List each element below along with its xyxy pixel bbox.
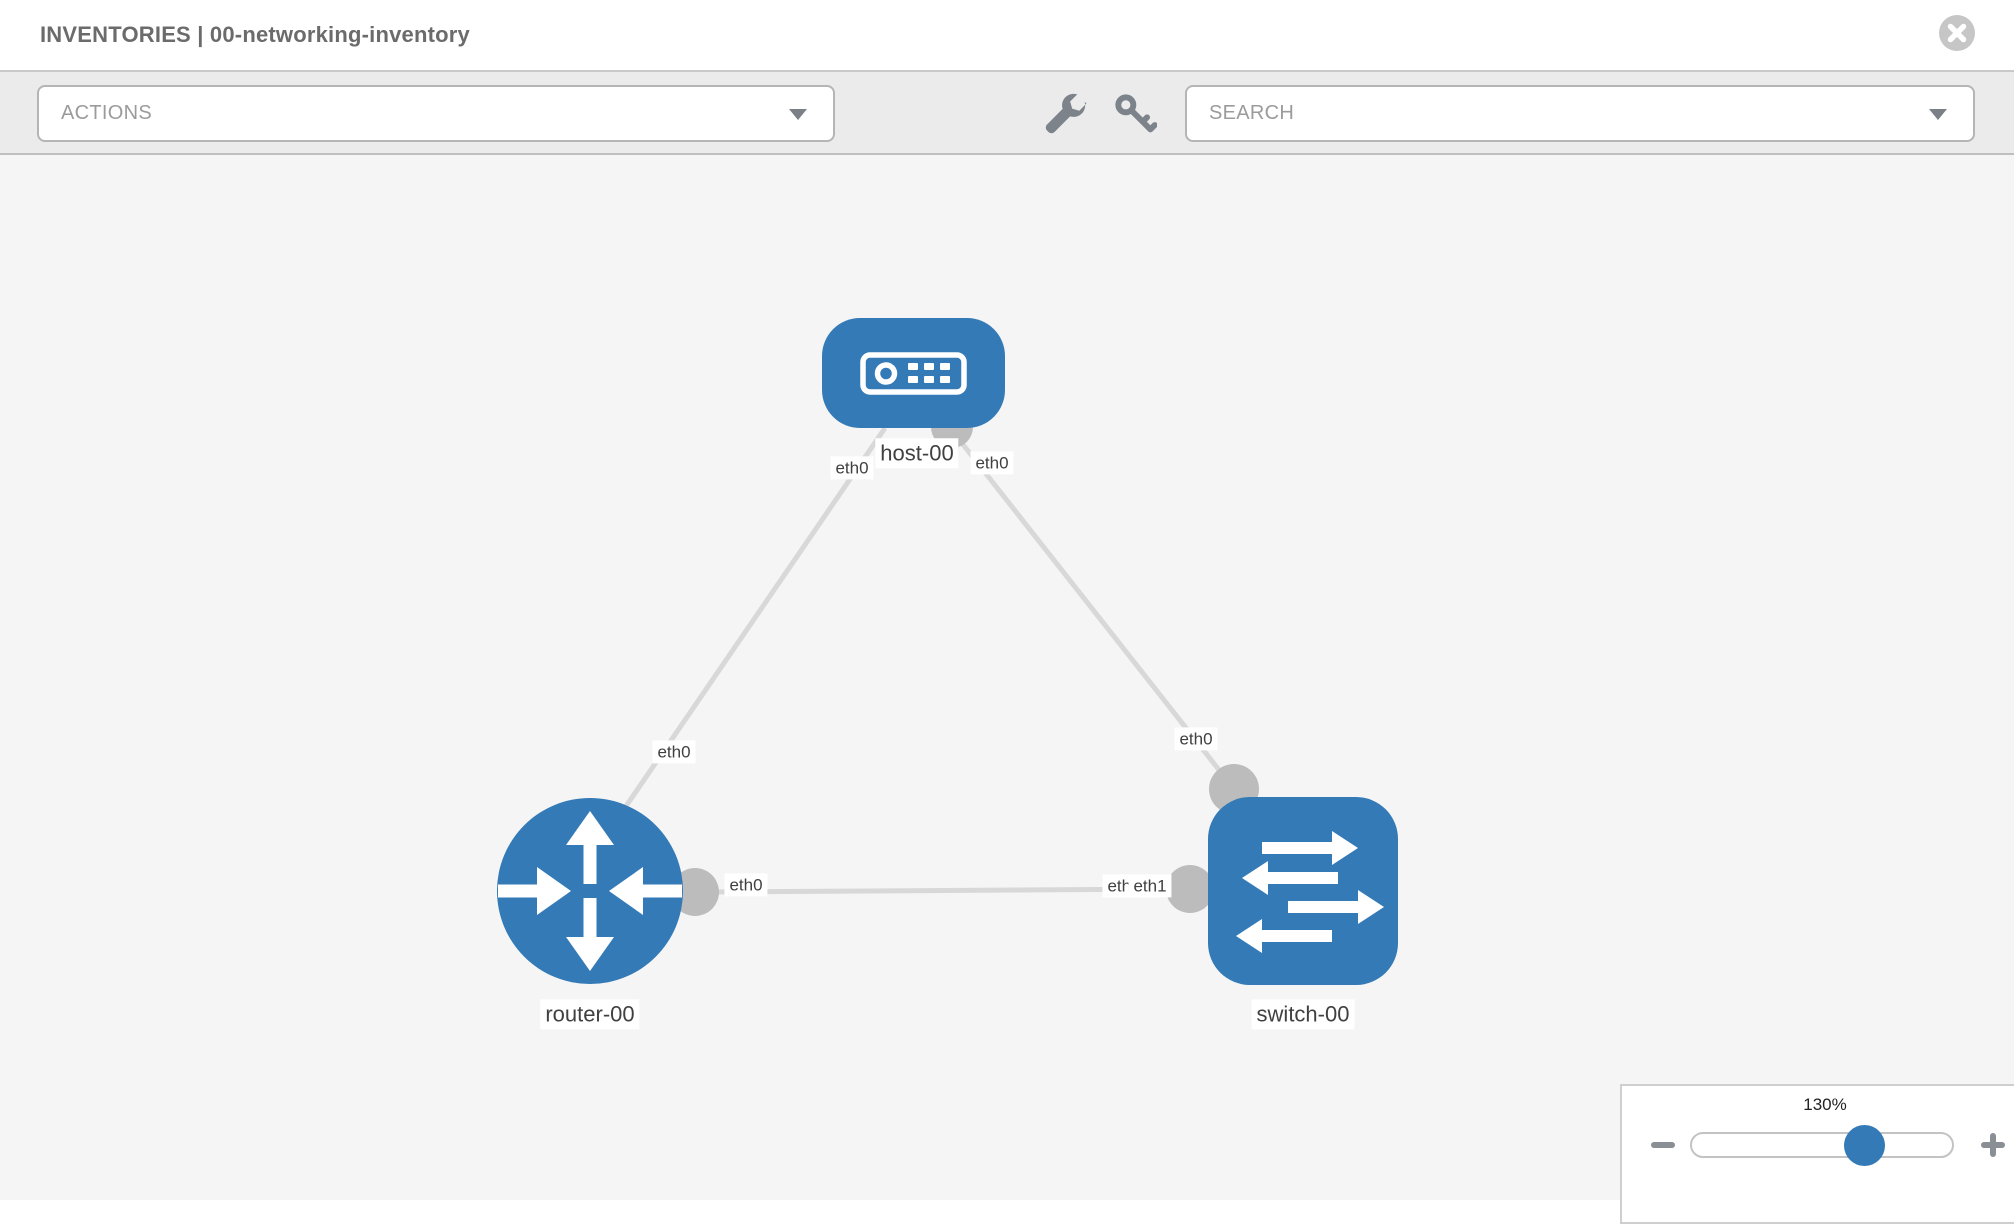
node-host-00[interactable] — [822, 318, 1005, 428]
interface-connector — [671, 868, 719, 916]
interface-label-switch-uplink: eth0 — [1174, 727, 1218, 751]
node-label-router: router-00 — [540, 999, 640, 1029]
interface-label-switch-lan-front: eth1 — [1128, 874, 1172, 898]
router-arrows-icon — [498, 811, 682, 971]
chevron-down-icon — [1929, 108, 1947, 120]
switch-arrows-icon — [1236, 831, 1384, 953]
interface-label-host-left: eth0 — [830, 456, 874, 480]
panel-header: INVENTORIES | 00-networking-inventory — [0, 0, 2014, 72]
key-icon — [1115, 94, 1158, 133]
topology-canvas[interactable]: host-00 router-00 switch-00 eth0 eth0 et… — [0, 155, 2014, 1200]
search-placeholder: SEARCH — [1209, 102, 1295, 124]
close-button[interactable] — [1938, 14, 1976, 52]
node-switch-00[interactable] — [1208, 797, 1398, 985]
zoom-slider-track[interactable] — [1690, 1132, 1954, 1158]
interface-label-router-lan: eth0 — [724, 873, 768, 897]
zoom-in-button[interactable] — [1978, 1130, 2008, 1160]
node-label-host: host-00 — [875, 438, 959, 468]
interface-connector — [1166, 865, 1214, 913]
configure-button[interactable] — [1043, 92, 1087, 136]
page-title: INVENTORIES | 00-networking-inventory — [40, 22, 470, 47]
interface-label-router-uplink: eth0 — [652, 740, 696, 764]
search-dropdown[interactable]: SEARCH — [1185, 85, 1975, 142]
toolbar: ACTIONS SEARCH — [0, 72, 2014, 155]
close-icon — [1939, 15, 1975, 51]
zoom-out-button[interactable] — [1648, 1130, 1678, 1160]
chevron-down-icon — [789, 108, 807, 120]
host-server-icon — [860, 352, 967, 395]
zoom-panel: 130% — [1620, 1084, 2014, 1224]
node-label-switch: switch-00 — [1251, 999, 1355, 1029]
actions-dropdown-label: ACTIONS — [61, 102, 152, 124]
zoom-slider-knob[interactable] — [1844, 1125, 1885, 1166]
actions-dropdown[interactable]: ACTIONS — [37, 85, 835, 142]
zoom-level-value: 130% — [1803, 1095, 1847, 1114]
credentials-button[interactable] — [1113, 92, 1158, 136]
wrench-icon — [1045, 93, 1087, 134]
node-router-00[interactable] — [497, 798, 683, 984]
minus-icon — [1651, 1142, 1675, 1148]
interface-label-host-right: eth0 — [970, 451, 1014, 475]
